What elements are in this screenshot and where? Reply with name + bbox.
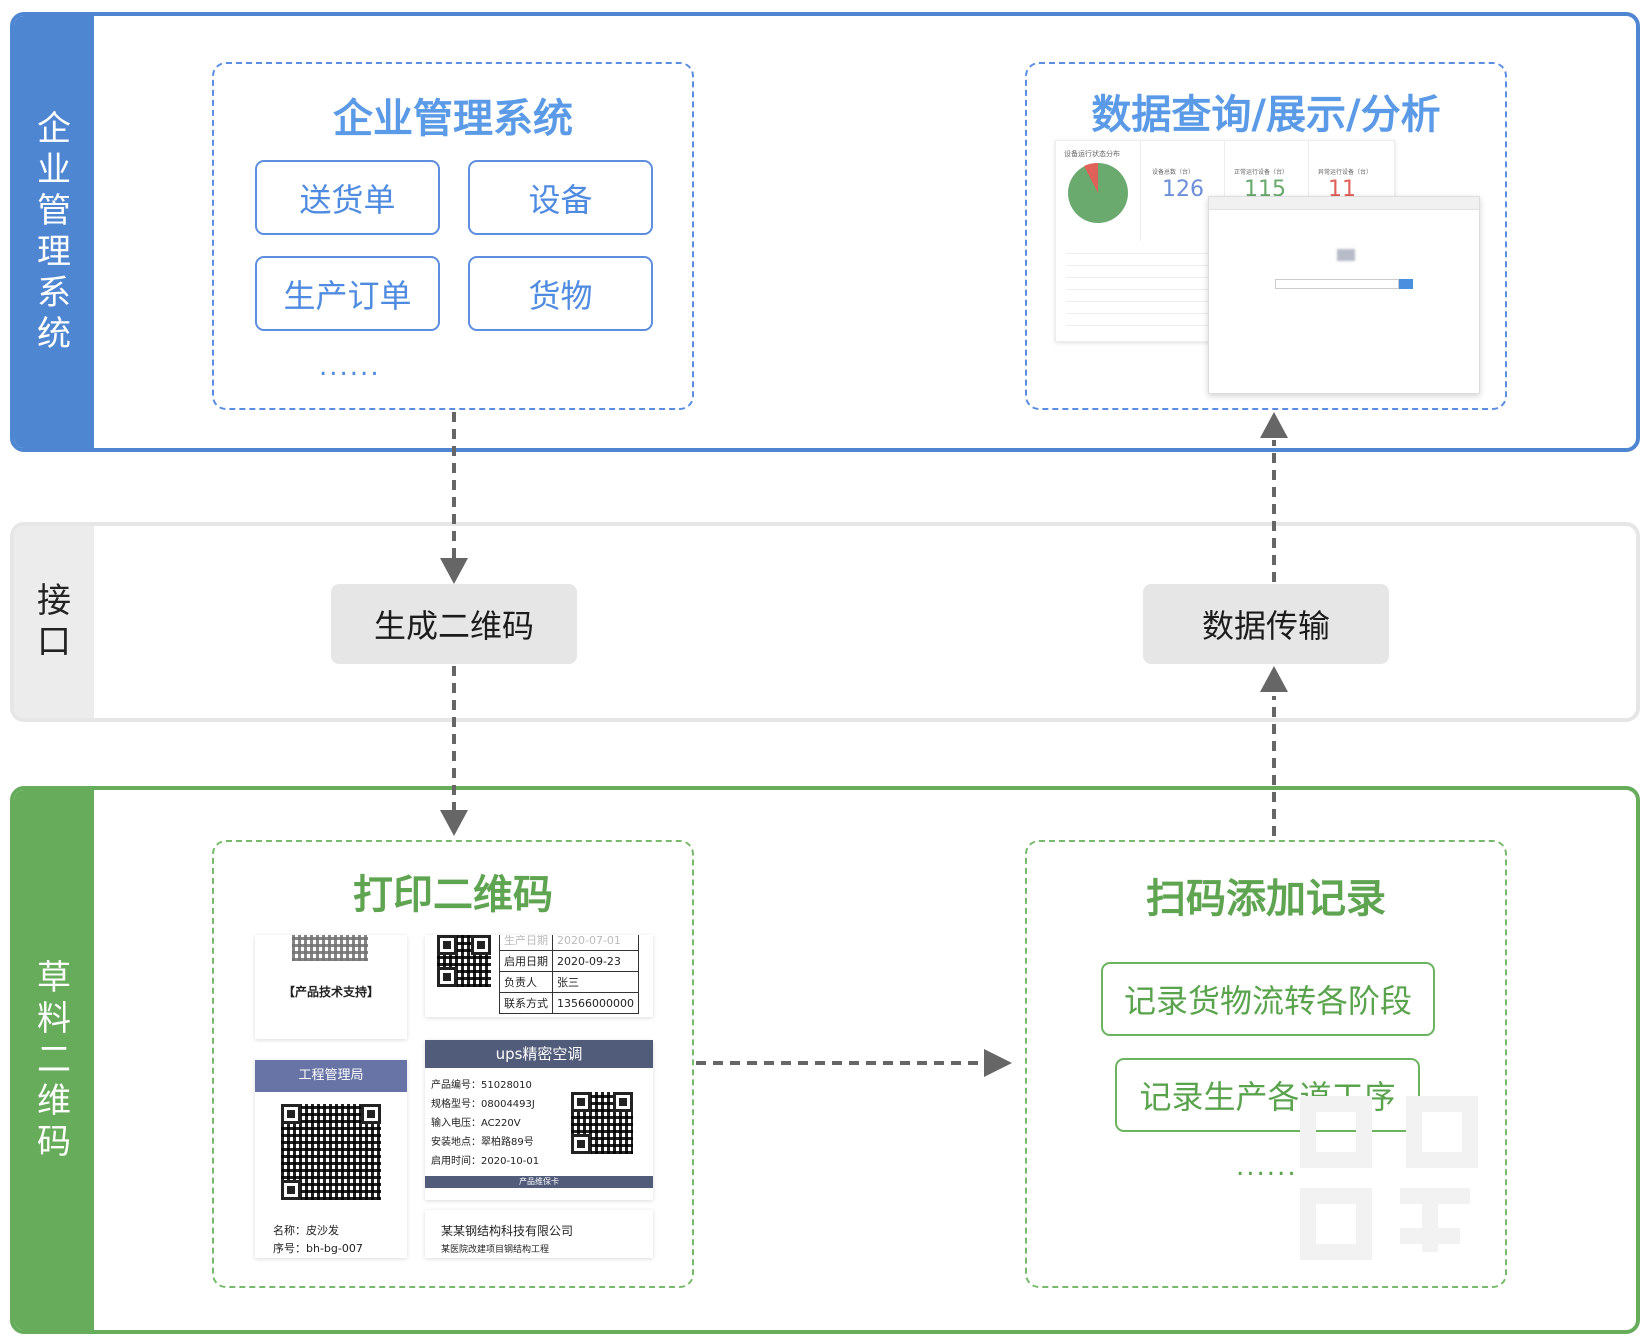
table-cell: 启用日期	[499, 950, 553, 972]
scan-record-title: 扫码添加记录	[1146, 876, 1386, 922]
enterprise-system-box: 企业管理系统	[212, 62, 694, 410]
layer-label-char: 业	[37, 150, 71, 190]
qr-watermark-icon	[1300, 1096, 1478, 1260]
dash-table-row	[1066, 289, 1216, 290]
table-cell: 张三	[552, 971, 639, 993]
generate-qr-step: 生成二维码	[331, 584, 577, 664]
data-query-title: 数据查询/展示/分析	[1091, 92, 1441, 138]
ups-line: 规格型号：08004493J	[431, 1099, 535, 1110]
support-label-text: 【产品技术支持】	[282, 985, 379, 999]
enterprise-layer-text: 企业管理系统	[37, 109, 71, 355]
layer-label-char: 料	[37, 998, 71, 1039]
table-cell: 2020-07-01	[552, 935, 639, 951]
ups-line: 产品编号：51028010	[431, 1080, 532, 1091]
layer-label-char: 理	[37, 232, 71, 272]
ups-line: 安装地点：翠柏路89号	[431, 1137, 534, 1148]
layer-label-char: 维	[37, 1080, 71, 1121]
bureau-label-title: 工程管理局	[255, 1060, 407, 1092]
layer-label-char: 口	[37, 622, 71, 662]
dash-table-row	[1066, 253, 1216, 254]
blurred-logo	[1337, 249, 1355, 261]
layer-label-char: 企	[37, 109, 71, 149]
search-button-mock	[1399, 279, 1413, 289]
pie-title: 设备运行状态分布	[1064, 150, 1120, 158]
equipment-item: 设备	[468, 160, 653, 235]
record-goods-flow-item: 记录货物流转各阶段	[1101, 962, 1435, 1036]
company-label-card: 某某钢结构科技有限公司 某医院改建项目钢结构工程	[425, 1210, 653, 1258]
browser-tab-bar	[1209, 197, 1479, 210]
print-qr-box: 打印二维码	[212, 840, 694, 1288]
print-qr-title: 打印二维码	[353, 872, 553, 918]
goods-item: 货物	[468, 256, 653, 331]
stat-normal-label: 正常运行设备（台）	[1234, 169, 1289, 176]
enterprise-system-title: 企业管理系统	[333, 96, 573, 142]
scan-ellipsis: ......	[1236, 1152, 1298, 1182]
company-project: 某医院改建项目钢结构工程	[441, 1245, 550, 1255]
production-order-item: 生产订单	[255, 256, 440, 331]
layer-label-char: 草	[37, 957, 71, 998]
pie-abnormal-slice	[1084, 162, 1098, 193]
support-label-card: 【产品技术支持】	[255, 935, 407, 1039]
delivery-note-item: 送货单	[255, 160, 440, 235]
pie-chart	[1068, 162, 1128, 223]
stat-total-label: 设备总数（台）	[1152, 169, 1195, 176]
qr-layer-text: 草料二维码	[37, 958, 71, 1163]
qr-code-icon	[292, 935, 368, 961]
qr-code-icon	[281, 1104, 381, 1200]
ups-label-card: ups精密空调 产品编号：51028010 规格型号：08004493J 输入电…	[425, 1040, 653, 1200]
enterprise-ellipsis: ......	[319, 352, 381, 382]
qr-layer-label: 草料二维码	[14, 790, 94, 1330]
scan-record-box: 扫码添加记录	[1025, 840, 1507, 1288]
browser-window-screenshot	[1208, 196, 1480, 394]
ups-label-footer: 产品维保卡	[425, 1176, 653, 1188]
interface-layer: 接口	[10, 522, 1640, 722]
stat-total-value: 126	[1162, 177, 1204, 202]
interface-layer-text: 接口	[37, 581, 71, 663]
stat-total-cell: 设备总数（台） 126	[1140, 141, 1225, 241]
ups-line: 启用时间：2020-10-01	[431, 1156, 540, 1167]
dash-table-row	[1066, 301, 1216, 302]
qr-code-icon	[437, 935, 491, 987]
ups-label-title: ups精密空调	[425, 1040, 653, 1068]
bureau-label-serial: 序号：bh-bg-007	[273, 1242, 363, 1255]
layer-label-char: 码	[37, 1121, 71, 1162]
dash-table-row	[1066, 277, 1216, 278]
layer-label-char: 管	[37, 191, 71, 231]
table-cell: 负责人	[499, 971, 553, 993]
stat-abnormal-label: 异常运行设备（台）	[1318, 169, 1373, 176]
bureau-label-card: 工程管理局 名称：皮沙发 序号：bh-bg-007	[255, 1060, 407, 1258]
pie-cell: 设备运行状态分布	[1056, 141, 1141, 241]
layer-label-char: 系	[37, 273, 71, 313]
table-cell: 13566000000	[552, 992, 639, 1014]
bureau-label-name: 名称：皮沙发	[273, 1224, 339, 1237]
dash-table-row	[1066, 325, 1216, 326]
search-input-mock	[1275, 279, 1399, 289]
layer-label-char: 二	[37, 1039, 71, 1080]
table-cell: 2020-09-23	[552, 950, 639, 972]
ups-line: 输入电压：AC220V	[431, 1118, 521, 1129]
company-name: 某某钢结构科技有限公司	[441, 1224, 574, 1238]
data-query-box: 数据查询/展示/分析	[1025, 62, 1507, 410]
layer-label-char: 接	[37, 581, 71, 621]
interface-layer-label: 接口	[14, 526, 94, 718]
dash-table-row	[1066, 265, 1216, 266]
table-cell: 生产日期	[499, 935, 553, 951]
enterprise-layer-label: 企业管理系统	[14, 16, 94, 448]
layer-label-char: 统	[37, 314, 71, 354]
data-transfer-step: 数据传输	[1143, 584, 1389, 664]
qr-code-icon	[571, 1092, 633, 1154]
table-cell: 联系方式	[499, 992, 553, 1014]
dash-table-row	[1066, 313, 1216, 314]
